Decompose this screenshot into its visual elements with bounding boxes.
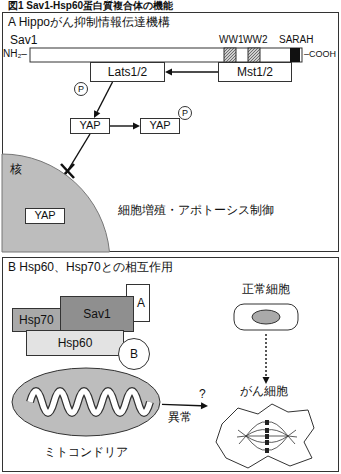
connector-line — [110, 125, 133, 126]
cancer-cell-shape — [216, 404, 314, 468]
sarah-domain — [290, 48, 300, 62]
connector — [165, 69, 218, 76]
cristae — [30, 391, 150, 413]
node-label: Hsp70 — [19, 313, 54, 327]
ww-domain — [248, 48, 260, 62]
protein-box: YAP — [70, 118, 110, 134]
connector-line — [172, 71, 218, 72]
partner-circle: B — [118, 338, 150, 370]
node-label: 核 — [10, 162, 22, 176]
node-label: P — [182, 108, 188, 119]
protein-box: YAP — [25, 208, 65, 224]
connector-line — [97, 82, 112, 112]
normal-cell: 正常細胞 — [228, 282, 304, 334]
node-label: Mst1/2 — [237, 65, 273, 79]
node-label: YAP — [79, 119, 100, 132]
phospho-circle: P — [74, 82, 88, 96]
arrowhead — [133, 123, 140, 130]
protein-box: YAP — [140, 118, 180, 134]
mitotic-spindle — [237, 422, 297, 450]
phospho-circle: P — [178, 106, 192, 120]
connector-line — [162, 404, 201, 405]
function-note: 細胞増殖・アポトーシス制御 — [118, 203, 274, 217]
cancer-cell: がん細胞 — [208, 384, 320, 470]
node-label: B — [130, 347, 138, 361]
arrowhead — [263, 377, 270, 384]
domain-name: SARAH — [279, 34, 313, 46]
connector — [162, 402, 208, 409]
connector — [263, 334, 270, 384]
cell-shape — [234, 304, 298, 330]
node-label: Lats1/2 — [108, 65, 147, 79]
node-label: P — [78, 84, 84, 95]
edge-label: 異常 — [168, 410, 192, 424]
panel: B Hsp60、Hsp70との相互作用 Hsp70 Sav1 A Hsp60B ミトコンド… — [2, 257, 339, 472]
kinase-box: Lats1/2 — [90, 62, 165, 82]
protein-box: Hsp60 — [26, 330, 124, 356]
node-label: YAP — [34, 209, 55, 222]
domain-name: WW2 — [243, 34, 267, 46]
chromosomes — [265, 420, 269, 453]
cristae — [30, 391, 150, 413]
protein-box: Sav1 — [60, 296, 134, 332]
node-label: A — [137, 296, 145, 310]
domain-name: WW1 — [219, 34, 243, 46]
mitochondrion: ミトコンドリア — [10, 366, 162, 462]
protein-bar — [30, 48, 302, 62]
arrowhead — [165, 69, 172, 76]
node-label: Hsp60 — [58, 336, 93, 350]
node-label: YAP — [149, 119, 170, 132]
ww-domain — [224, 48, 236, 62]
connector — [94, 82, 113, 118]
figure-title: 図1 Sav1-Hsp60蛋白質複合体の機能 — [8, 0, 173, 11]
node-label: Sav1 — [83, 307, 110, 321]
arrowhead — [201, 402, 208, 409]
node-label: A Hippoがん抑制情報伝達機構 — [8, 15, 170, 29]
mitochondrion-shape — [12, 368, 160, 436]
cell-nucleus — [252, 310, 280, 324]
node-label: B Hsp60、Hsp70との相互作用 — [8, 260, 173, 274]
node-label: がん細胞 — [240, 384, 288, 398]
connector-line — [265, 334, 266, 377]
node-label: 正常細胞 — [242, 282, 290, 296]
nucleus-shape — [2, 154, 110, 252]
terminus-label: NH₂– — [3, 48, 27, 60]
connector — [110, 123, 140, 130]
terminus-label: –COOH — [304, 49, 336, 60]
protein-name: Sav1 — [10, 33, 37, 47]
node-label: ミトコンドリア — [44, 445, 128, 459]
kinase-box: Mst1/2 — [218, 62, 292, 82]
nucleus-region: 核 YAP — [2, 150, 112, 252]
question-mark: ? — [199, 387, 206, 401]
